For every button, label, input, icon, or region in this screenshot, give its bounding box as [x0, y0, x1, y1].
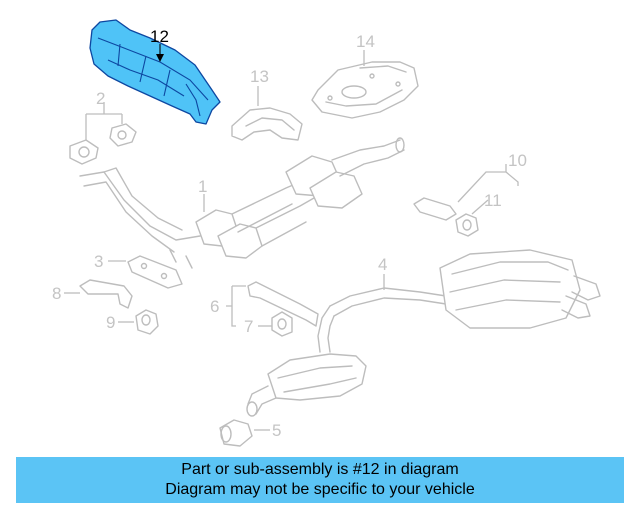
callout-2[interactable]: 2 — [96, 89, 105, 108]
insulator-part-11 — [455, 213, 479, 237]
front-pipe-part-1 — [79, 137, 405, 269]
hanger-part-6 — [247, 281, 319, 327]
plate-part-14 — [311, 61, 419, 119]
info-banner: Part or sub-assembly is #12 in diagram D… — [16, 457, 624, 503]
leader-2 — [85, 102, 123, 140]
bracket-part-13 — [231, 107, 303, 141]
callout-5[interactable]: 5 — [272, 421, 281, 440]
leader-11 — [471, 199, 489, 215]
bracket-part-8 — [79, 279, 133, 309]
leader-12-arrow — [156, 54, 164, 62]
hanger-part-3 — [127, 255, 183, 289]
leader-6-7 — [226, 285, 246, 327]
callout-3[interactable]: 3 — [94, 252, 103, 271]
callout-9[interactable]: 9 — [106, 313, 115, 332]
callout-13[interactable]: 13 — [250, 67, 269, 86]
gasket-part-2 — [69, 123, 137, 165]
callout-4[interactable]: 4 — [378, 255, 387, 274]
bracket-part-10 — [413, 197, 457, 221]
callout-6[interactable]: 6 — [210, 297, 219, 316]
callout-14[interactable]: 14 — [356, 32, 375, 51]
callout-7[interactable]: 7 — [244, 317, 253, 336]
clamp-part-5 — [219, 419, 253, 447]
insulator-part-9 — [135, 309, 159, 335]
callout-10[interactable]: 10 — [508, 151, 527, 170]
banner-line-2: Diagram may not be specific to your vehi… — [165, 481, 475, 498]
callout-11[interactable]: 11 — [484, 191, 502, 210]
exhaust-pipe-part-4 — [246, 249, 601, 417]
callout-12[interactable]: 12 — [150, 27, 169, 46]
callout-8[interactable]: 8 — [52, 284, 61, 303]
insulator-part-7 — [271, 311, 293, 337]
leader-10 — [457, 164, 519, 203]
banner-line-1: Part or sub-assembly is #12 in diagram — [181, 461, 459, 478]
callout-1[interactable]: 1 — [198, 177, 207, 196]
